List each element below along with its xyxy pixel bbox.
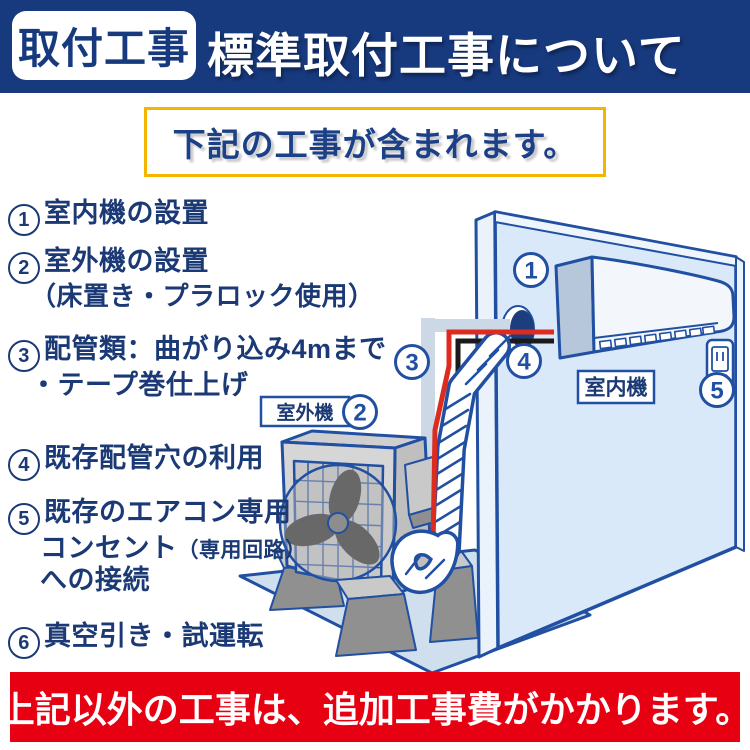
fan-blades (284, 469, 380, 565)
svg-text:4: 4 (517, 349, 531, 376)
svg-text:5: 5 (710, 378, 723, 405)
item-3-text: 配管類：曲がり込み4mまで (44, 334, 387, 364)
fan-hub (327, 512, 349, 534)
indoor-unit-label: 室内機 (576, 369, 656, 405)
svg-text:室内機: 室内機 (585, 376, 648, 400)
marker-4: 4 (506, 343, 542, 379)
indoor-unit-left-cap (554, 255, 596, 360)
taped-pipe (431, 331, 512, 563)
indoor-unit (554, 255, 736, 360)
svg-text:1: 1 (524, 258, 537, 285)
list-item-5-cont1: コンセント（専用回路） (40, 533, 307, 563)
svg-text:3: 3 (405, 350, 418, 377)
marker-3: 3 (394, 344, 430, 380)
item-6-text: 真空引き・試運転 (44, 621, 264, 651)
circled-number-5: 5 (8, 503, 40, 535)
marker-1: 1 (513, 252, 549, 288)
list-item-2-cont: （床置き・プラロック使用） (30, 281, 375, 311)
list-item-5-cont2: への接続 (40, 565, 150, 595)
mount-block-front (335, 575, 417, 657)
circled-number-6: 6 (8, 627, 40, 659)
pipe-hook (390, 529, 460, 594)
circled-number-4: 4 (8, 449, 40, 481)
marker-5: 5 (699, 372, 735, 408)
item-2-text: 室外機の設置 (44, 246, 209, 276)
circled-number-3: 3 (8, 340, 40, 372)
svg-text:室外機: 室外機 (276, 401, 333, 424)
svg-text:2: 2 (353, 400, 366, 427)
included-work-text: 下記の工事が含まれます。 (172, 126, 578, 163)
item-5-text: 既存のエアコン専用 (44, 497, 292, 527)
included-work-box: 下記の工事が含まれます。 (144, 107, 606, 177)
outdoor-unit-label: 室外機 (259, 395, 351, 428)
list-item-3-cont: ・テープ巻仕上げ (30, 370, 249, 400)
red-wire (430, 329, 554, 549)
circled-number-2: 2 (8, 252, 40, 284)
indoor-unit-vents (598, 325, 716, 350)
installation-badge: 取付工事 (12, 11, 196, 80)
additional-fee-text: 上記以外の工事は、追加工事費がかかります。 (0, 689, 750, 730)
circled-number-1: 1 (8, 204, 40, 236)
header-banner: 取付工事 標準取付工事について (0, 0, 750, 93)
page-title: 標準取付工事について (207, 29, 686, 82)
item-1-text: 室内機の設置 (44, 198, 209, 228)
item-4-text: 既存配管穴の利用 (44, 443, 264, 473)
additional-fee-banner: 上記以外の工事は、追加工事費がかかります。 (0, 672, 750, 742)
marker-2: 2 (342, 394, 378, 430)
